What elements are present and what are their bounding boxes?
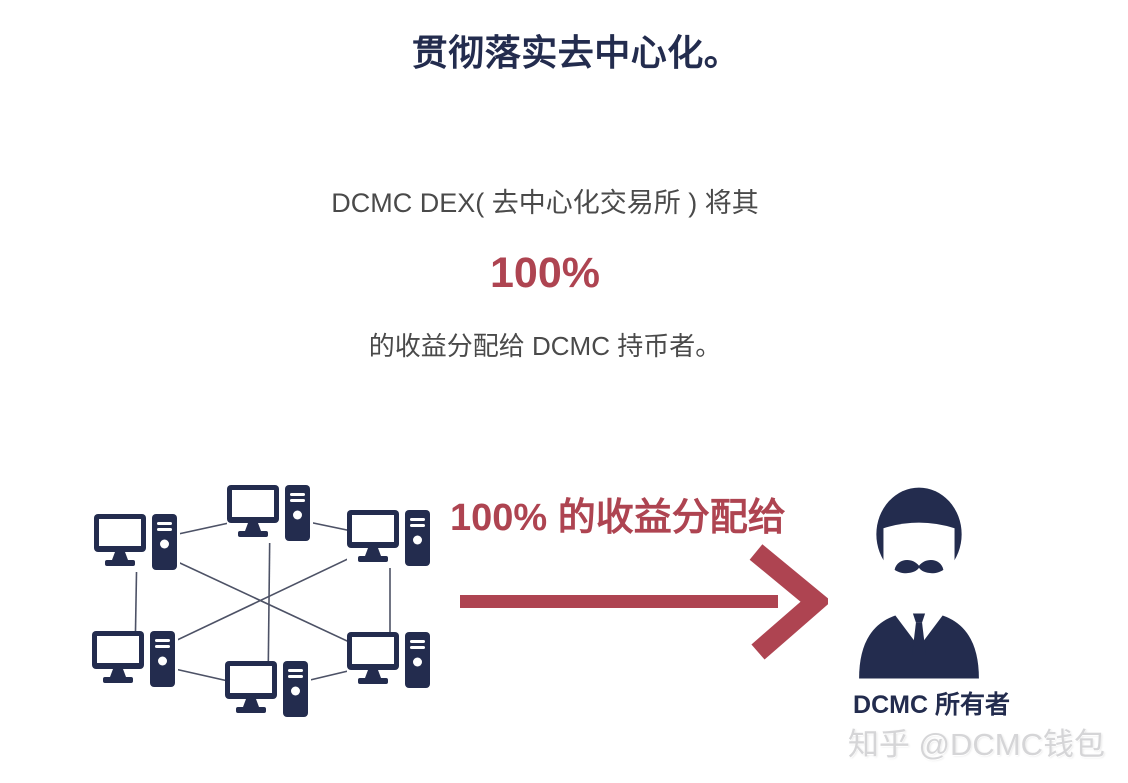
intro-line2: 的收益分配给 DCMC 持币者。 xyxy=(368,331,722,361)
computer-icon xyxy=(94,514,180,572)
network-link xyxy=(267,513,271,691)
intro-line1: DCMC DEX( 去中心化交易所 ) 将其 xyxy=(331,188,759,218)
flow-label: 100% 的收益分配给 xyxy=(450,497,786,539)
arrow-right-icon xyxy=(460,544,828,660)
computer-network-icon xyxy=(92,485,433,719)
computer-icon xyxy=(227,485,313,543)
watermark: 知乎 @DCMC钱包 xyxy=(847,727,1105,762)
computer-icon xyxy=(347,632,433,690)
computer-icon xyxy=(225,661,311,719)
intro-highlight-percent: 100% xyxy=(490,249,600,297)
owner-label: DCMC 所有者 xyxy=(853,691,1010,719)
owner-person-icon xyxy=(859,487,979,679)
page-title: 贯彻落实去中心化。 xyxy=(411,32,741,73)
mustache xyxy=(894,560,944,574)
computer-icon xyxy=(92,631,178,689)
computer-icon xyxy=(347,510,433,568)
